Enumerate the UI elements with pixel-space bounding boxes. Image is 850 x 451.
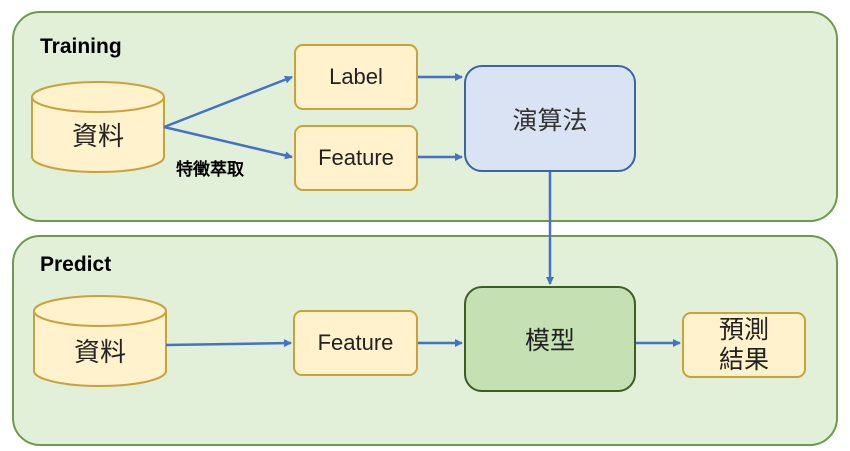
label-box: Label (294, 44, 418, 110)
training-feature-box: Feature (294, 125, 418, 191)
training-data-label: 資料 (71, 122, 124, 152)
predict-panel-title: Predict (40, 253, 112, 276)
result-label-line-2: 結果 (718, 345, 769, 374)
feature-extraction-label: 特徵萃取 (176, 160, 244, 180)
arrow-data-to-feature (163, 125, 293, 160)
result-label-line-1: 預測 (718, 315, 769, 344)
predict-data-label: 資料 (73, 338, 126, 368)
model-box: 模型 (464, 286, 636, 392)
training-panel-title: Training (40, 35, 122, 58)
training-data-cylinder (31, 81, 165, 173)
result-box: 預測 結果 (682, 312, 806, 378)
predict-feature-box: Feature (293, 310, 418, 376)
algorithm-box: 演算法 (464, 65, 636, 172)
predict-data-cylinder (33, 295, 167, 387)
arrow-data-to-label (163, 75, 293, 129)
arrow-predict-data-to-feature (165, 339, 292, 348)
